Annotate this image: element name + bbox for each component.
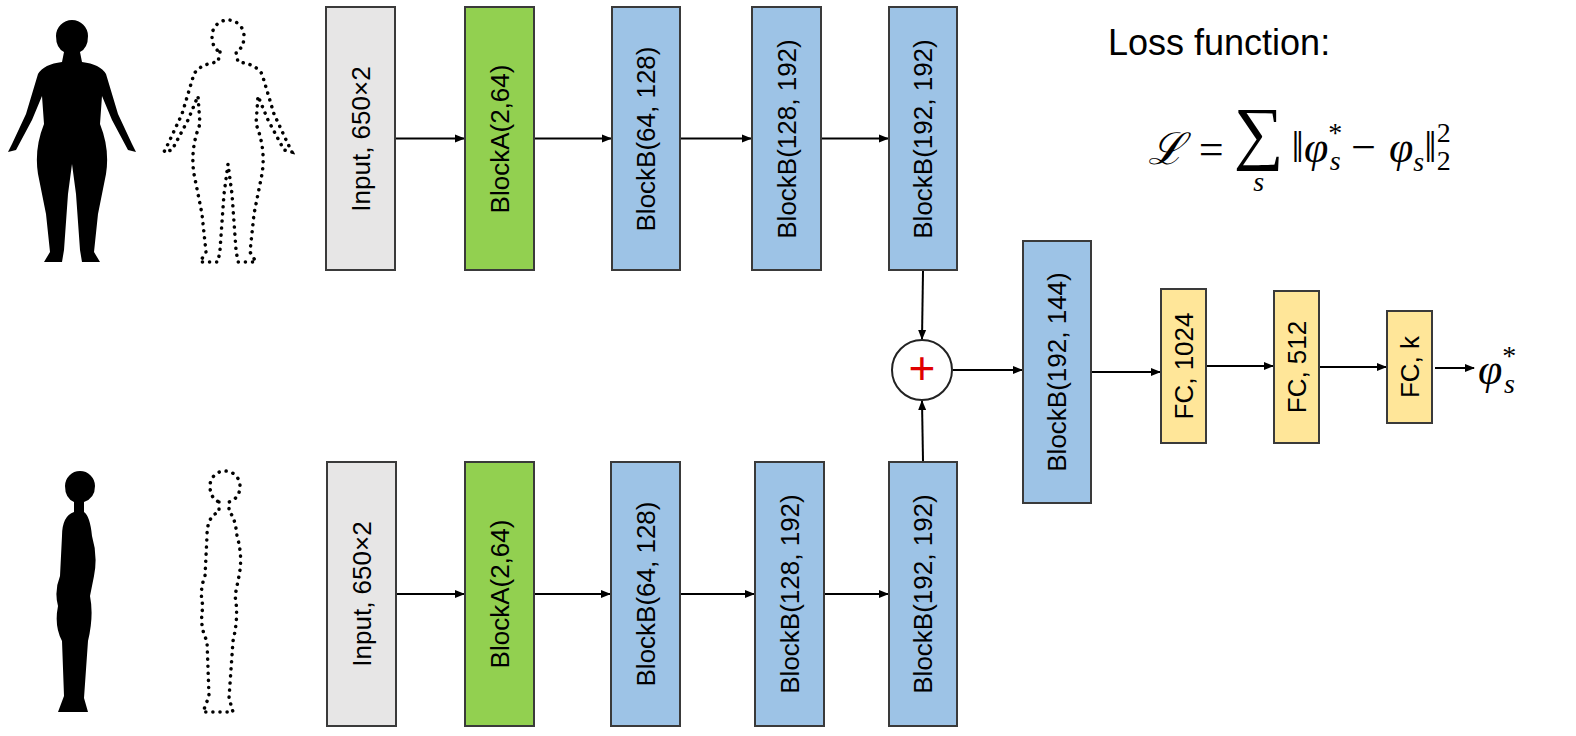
- flow-arrow: [825, 593, 888, 595]
- flow-arrow: [953, 369, 1022, 371]
- layer-label: BlockB(192, 192): [908, 39, 939, 238]
- side-silhouette: [56, 471, 95, 712]
- output-arrow: [1435, 367, 1474, 369]
- subscript: s: [1328, 147, 1342, 175]
- front-contour: [164, 20, 292, 262]
- flow-arrow: [535, 593, 610, 595]
- block-a: BlockA(2,64): [464, 6, 535, 271]
- sum-stack: ∑s: [1226, 98, 1292, 196]
- input-box: Input, 650×2: [326, 461, 397, 727]
- formula-part: ‖φ: [1292, 123, 1329, 172]
- block-b: BlockB(128, 192): [751, 6, 822, 271]
- front-silhouette: [8, 20, 136, 262]
- sum-circle: +: [891, 339, 953, 401]
- flow-arrow: [397, 593, 464, 595]
- superscript: 2: [1437, 119, 1451, 147]
- flow-arrow: [1207, 365, 1273, 367]
- fc-layer: FC, k: [1386, 310, 1433, 424]
- sum-sign: ∑: [1234, 98, 1284, 168]
- layer-label: Input, 650×2: [345, 66, 376, 211]
- layer-label: Input, 650×2: [346, 521, 377, 666]
- flow-arrow: [822, 138, 888, 140]
- block-b: BlockB(192, 192): [888, 6, 958, 271]
- layer-label: BlockB(192, 144): [1042, 272, 1073, 471]
- block-b: BlockB(64, 128): [610, 461, 681, 727]
- layer-label: FC, 1024: [1168, 313, 1199, 420]
- fc-layer: FC, 512: [1273, 290, 1320, 444]
- block-b: BlockB(192, 192): [888, 461, 958, 727]
- layer-label: BlockB(192, 192): [908, 494, 939, 693]
- layer-label: BlockB(128, 192): [774, 494, 805, 693]
- flow-arrow: [922, 401, 923, 461]
- script-stack: *s: [1328, 119, 1342, 175]
- layer-label: FC, 512: [1281, 321, 1312, 414]
- formula-part: − φ: [1348, 123, 1413, 172]
- formula-part: ‖: [1424, 123, 1436, 172]
- flow-arrow: [1092, 371, 1160, 373]
- block-b: BlockB(128, 192): [754, 461, 825, 727]
- formula-part: ℒ =: [1148, 125, 1226, 174]
- layer-label: BlockB(64, 128): [631, 46, 662, 231]
- output-symbol: φ*s: [1478, 340, 1516, 398]
- flow-arrow: [922, 271, 923, 339]
- plus-sign: +: [909, 345, 936, 391]
- script-stack: 22: [1437, 119, 1451, 175]
- flow-arrow: [681, 138, 751, 140]
- flow-arrow: [396, 138, 464, 140]
- loss-formula: ℒ =∑s‖φ*s− φs‖22: [1148, 98, 1451, 196]
- side-contour: [201, 471, 240, 712]
- subscript: s: [1502, 370, 1516, 398]
- subscript: s: [1413, 146, 1424, 177]
- flow-arrow: [1320, 366, 1386, 368]
- layer-label: BlockB(64, 128): [630, 502, 661, 687]
- subscript: 2: [1437, 147, 1451, 175]
- superscript: *: [1328, 119, 1342, 147]
- block-b: BlockB(192, 144): [1022, 240, 1092, 504]
- sum-index: s: [1226, 168, 1292, 196]
- flow-arrow: [681, 593, 754, 595]
- layer-label: BlockB(128, 192): [771, 39, 802, 238]
- script-stack: *s: [1502, 342, 1516, 398]
- fc-layer: FC, 1024: [1160, 288, 1207, 444]
- block-b: BlockB(64, 128): [611, 6, 681, 271]
- layer-label: BlockA(2,64): [484, 520, 515, 669]
- input-box: Input, 650×2: [325, 6, 396, 271]
- block-a: BlockA(2,64): [464, 461, 535, 727]
- loss-heading: Loss function:: [1108, 22, 1330, 64]
- superscript: *: [1502, 342, 1516, 370]
- flow-arrow: [535, 138, 611, 140]
- layer-label: FC, k: [1394, 336, 1425, 398]
- output-phi: φ: [1478, 345, 1502, 394]
- layer-label: BlockA(2,64): [484, 64, 515, 213]
